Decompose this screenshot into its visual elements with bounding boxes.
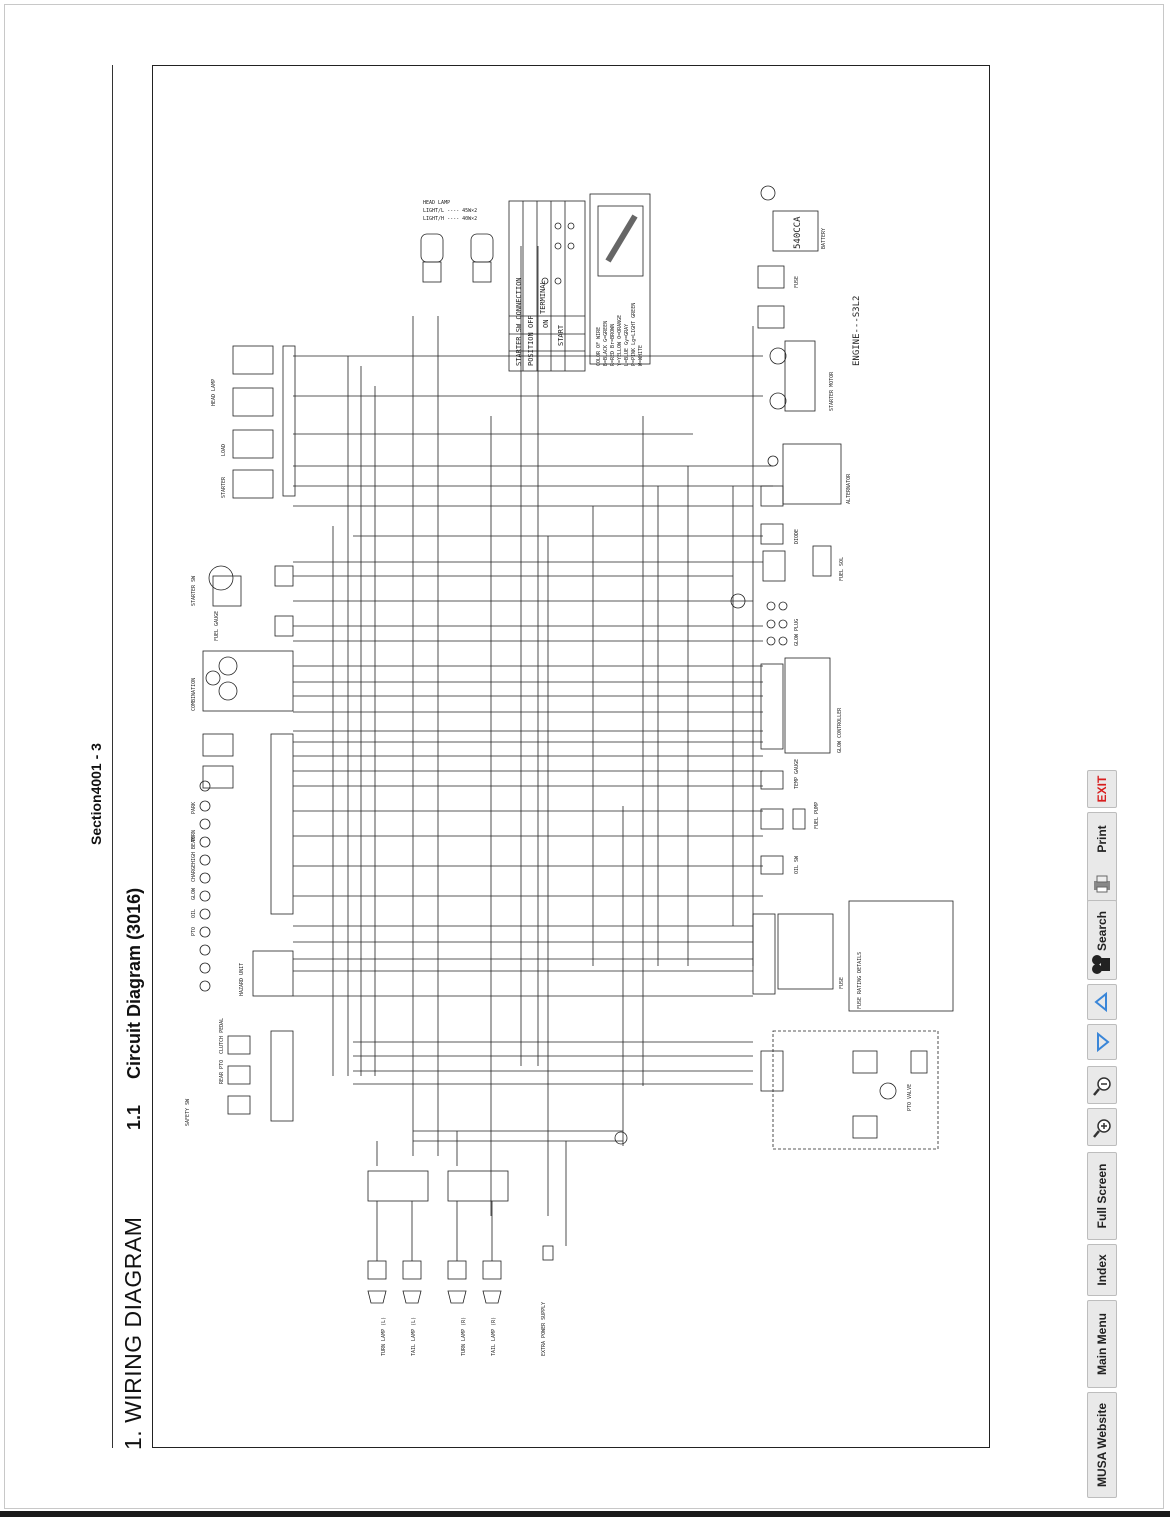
label-fuel-pump: FUEL PUMP bbox=[814, 802, 820, 829]
label-alternator: ALTERNATOR bbox=[846, 473, 852, 504]
indicator-charge: CHARGE bbox=[191, 864, 197, 882]
zoom-out-button[interactable] bbox=[1087, 1066, 1117, 1104]
label-fuel-sol: FUEL SOL bbox=[839, 557, 845, 581]
label-fuse-main: FUSE bbox=[794, 276, 800, 288]
label-oil-sw: OIL SW bbox=[794, 855, 800, 874]
indicator-turn: TURN bbox=[191, 830, 197, 842]
label-hazard-unit: HAZARD UNIT bbox=[239, 963, 245, 996]
next-page-button[interactable] bbox=[1087, 1024, 1117, 1060]
label-pto-valve: PTO VALVE bbox=[907, 1084, 913, 1111]
indicator-pto: PTO bbox=[191, 927, 197, 936]
arrow-up-icon bbox=[1094, 991, 1107, 1013]
label-turn-lamp-l: TURN LAMP (L) bbox=[381, 1317, 387, 1356]
main-menu-label: Main Menu bbox=[1095, 1313, 1109, 1375]
label-tail-lamp-r: TAIL LAMP (R) bbox=[491, 1317, 497, 1356]
starter-table-terminal: TERMINAL bbox=[539, 280, 547, 314]
full-screen-button[interactable]: Full Screen bbox=[1087, 1152, 1117, 1240]
label-tail-lamp-l: TAIL LAMP (L) bbox=[411, 1317, 417, 1356]
wire-color-1: B=BLACK G=GREEN bbox=[603, 321, 609, 366]
bottom-bar bbox=[0, 1511, 1170, 1517]
label-fuel-gauge: FUEL GAUGE bbox=[214, 611, 220, 641]
zoom-in-icon bbox=[1093, 1119, 1111, 1138]
label-temp-gauge: TEMP GAUGE bbox=[794, 759, 800, 789]
label-combination: COMBINATION bbox=[191, 678, 197, 711]
indicator-park: PARK bbox=[191, 802, 197, 814]
wire-color-3: Y=YELLOW O=ORANGE bbox=[617, 315, 623, 366]
wire-color-4: L=BLUE Gy=GRAY bbox=[624, 324, 630, 366]
label-glow-controller: GLOW CONTROLLER bbox=[837, 707, 843, 753]
full-screen-label: Full Screen bbox=[1095, 1163, 1109, 1229]
heading-rule bbox=[112, 65, 113, 1448]
index-label: Index bbox=[1095, 1254, 1109, 1286]
indicator-glow: GLOW bbox=[191, 887, 197, 900]
page-heading: 1. WIRING DIAGRAM bbox=[120, 1216, 146, 1450]
wire-color-2: R=RED Br=BROWN bbox=[610, 324, 616, 366]
label-clutch: CLUTCH PEDAL bbox=[219, 1018, 225, 1054]
wiring-diagram: HEAD LAMP LIGHT/L ---- 45W×2 LIGHT/H ---… bbox=[152, 65, 990, 1448]
label-safety-sw: SAFETY SW bbox=[185, 1098, 191, 1126]
binoculars-icon bbox=[1092, 955, 1110, 974]
page-border bbox=[4, 4, 1164, 1509]
starter-row-start: START bbox=[557, 324, 565, 346]
engine-label: ENGINE---S3L2 bbox=[852, 296, 862, 366]
wiring-diagram-drawing: HEAD LAMP LIGHT/L ---- 45W×2 LIGHT/H ---… bbox=[185, 185, 954, 1356]
label-battery: BATTERY bbox=[821, 228, 827, 249]
exit-label: EXIT bbox=[1095, 775, 1109, 803]
starter-row-on: ON bbox=[542, 320, 550, 328]
search-label: Search bbox=[1095, 910, 1109, 951]
label-diode: DIODE bbox=[794, 529, 800, 544]
headlamp-note-3: LIGHT/H ---- 40W×2 bbox=[423, 216, 477, 222]
label-fuse-box: FUSE bbox=[839, 977, 845, 989]
print-button[interactable]: Print bbox=[1087, 812, 1117, 902]
subheading-number: 1.1 bbox=[124, 1104, 144, 1130]
zoom-out-icon bbox=[1093, 1077, 1111, 1096]
label-starter-motor: STARTER MOTOR bbox=[829, 371, 835, 411]
label-starter-relay: STARTER bbox=[221, 476, 227, 498]
indicator-oil: OIL bbox=[191, 909, 197, 918]
wire-color-6: W=WHITE bbox=[638, 345, 644, 366]
main-menu-button[interactable]: Main Menu bbox=[1087, 1300, 1117, 1388]
label-turn-lamp-r: TURN LAMP (R) bbox=[461, 1317, 467, 1356]
exit-button[interactable]: EXIT bbox=[1087, 770, 1117, 808]
label-extra-power: EXTRA POWER SUPPLY bbox=[541, 1302, 547, 1356]
starter-table-title: STARTER SW CONNECTION bbox=[515, 277, 523, 366]
indicator-high-beam: HIGH BEAM bbox=[191, 837, 197, 864]
search-button[interactable]: Search bbox=[1087, 900, 1117, 980]
wire-color-0: COLOR OF WIRE bbox=[596, 327, 602, 366]
zoom-in-button[interactable] bbox=[1087, 1108, 1117, 1146]
label-glow-plug: GLOW PLUG bbox=[794, 619, 800, 646]
index-button[interactable]: Index bbox=[1087, 1244, 1117, 1296]
section-subheading: 1.1 Circuit Diagram (3016) bbox=[124, 888, 145, 1130]
previous-page-button[interactable] bbox=[1087, 984, 1117, 1020]
label-headlamp-relay: HEAD LAMP bbox=[211, 379, 217, 406]
label-rear-pto: REAR PTO bbox=[219, 1060, 225, 1084]
label-starter-sw: STARTER SW bbox=[191, 575, 197, 606]
fuse-details-title: FUSE RATING DETAILS bbox=[857, 952, 863, 1009]
musa-website-button[interactable]: MUSA Website bbox=[1087, 1392, 1117, 1498]
subheading-title: Circuit Diagram (3016) bbox=[124, 887, 144, 1079]
musa-website-label: MUSA Website bbox=[1095, 1402, 1109, 1488]
toolbar: EXIT Print Search Full Screen Index Main… bbox=[1087, 770, 1117, 1500]
starter-table-pos: POSITION bbox=[527, 332, 535, 366]
battery-cca: 540CCA bbox=[793, 216, 803, 249]
print-label: Print bbox=[1095, 825, 1109, 854]
starter-row-off: OFF bbox=[527, 315, 535, 328]
wire-color-5: P=PINK Lg=LIGHT GREEN bbox=[631, 303, 637, 366]
headlamp-note-2: LIGHT/L ---- 45W×2 bbox=[423, 208, 477, 214]
section-id: Section4001 - 3 bbox=[88, 743, 104, 845]
printer-icon bbox=[1094, 875, 1110, 893]
headlamp-note-1: HEAD LAMP bbox=[423, 200, 450, 206]
arrow-down-icon bbox=[1097, 1031, 1110, 1053]
label-load-relay: LOAD bbox=[221, 444, 227, 456]
